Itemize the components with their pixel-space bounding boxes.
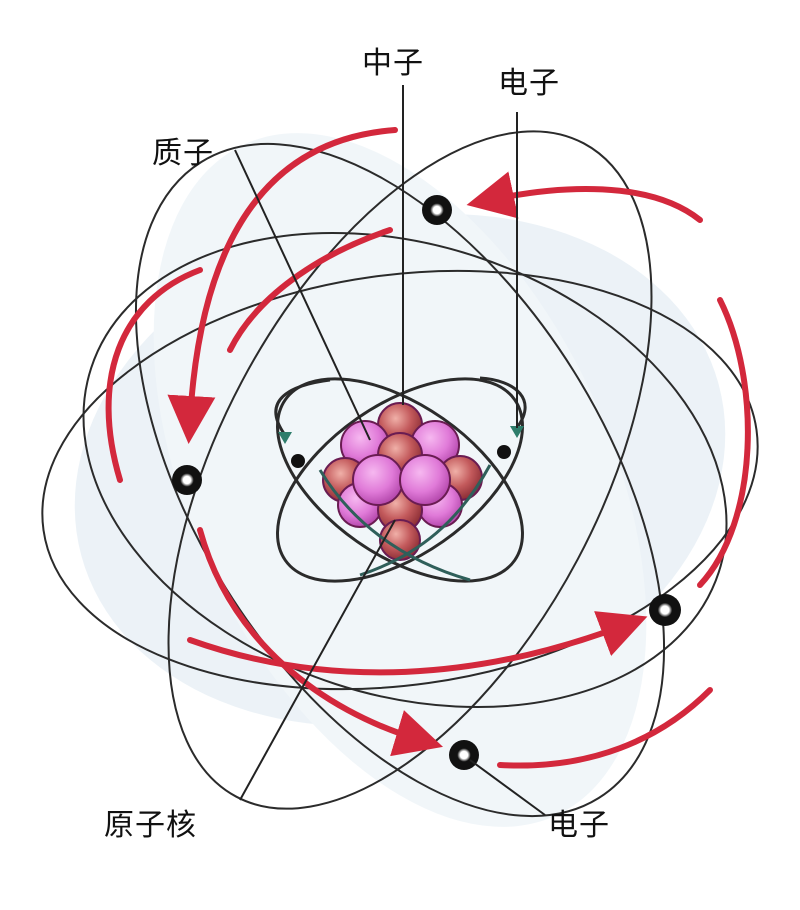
electron-right xyxy=(649,594,681,626)
inner-electron-left xyxy=(291,454,305,468)
label-electron-top: 电子 xyxy=(498,66,560,101)
label-nucleus: 原子核 xyxy=(104,808,197,843)
inner-arrowheads xyxy=(278,426,524,444)
electron-left xyxy=(172,465,202,495)
electron-path-arrows xyxy=(105,127,751,769)
electrons xyxy=(172,195,681,770)
leader-lines xyxy=(234,85,546,816)
electron-top xyxy=(422,195,452,225)
electron-bottom xyxy=(449,740,479,770)
inner-orbits xyxy=(274,376,527,583)
nucleus xyxy=(322,402,483,561)
label-proton: 质子 xyxy=(152,136,214,171)
label-neutron: 中子 xyxy=(362,46,424,81)
inner-electron-right xyxy=(497,445,511,459)
label-electron-bottom: 电子 xyxy=(548,808,610,843)
